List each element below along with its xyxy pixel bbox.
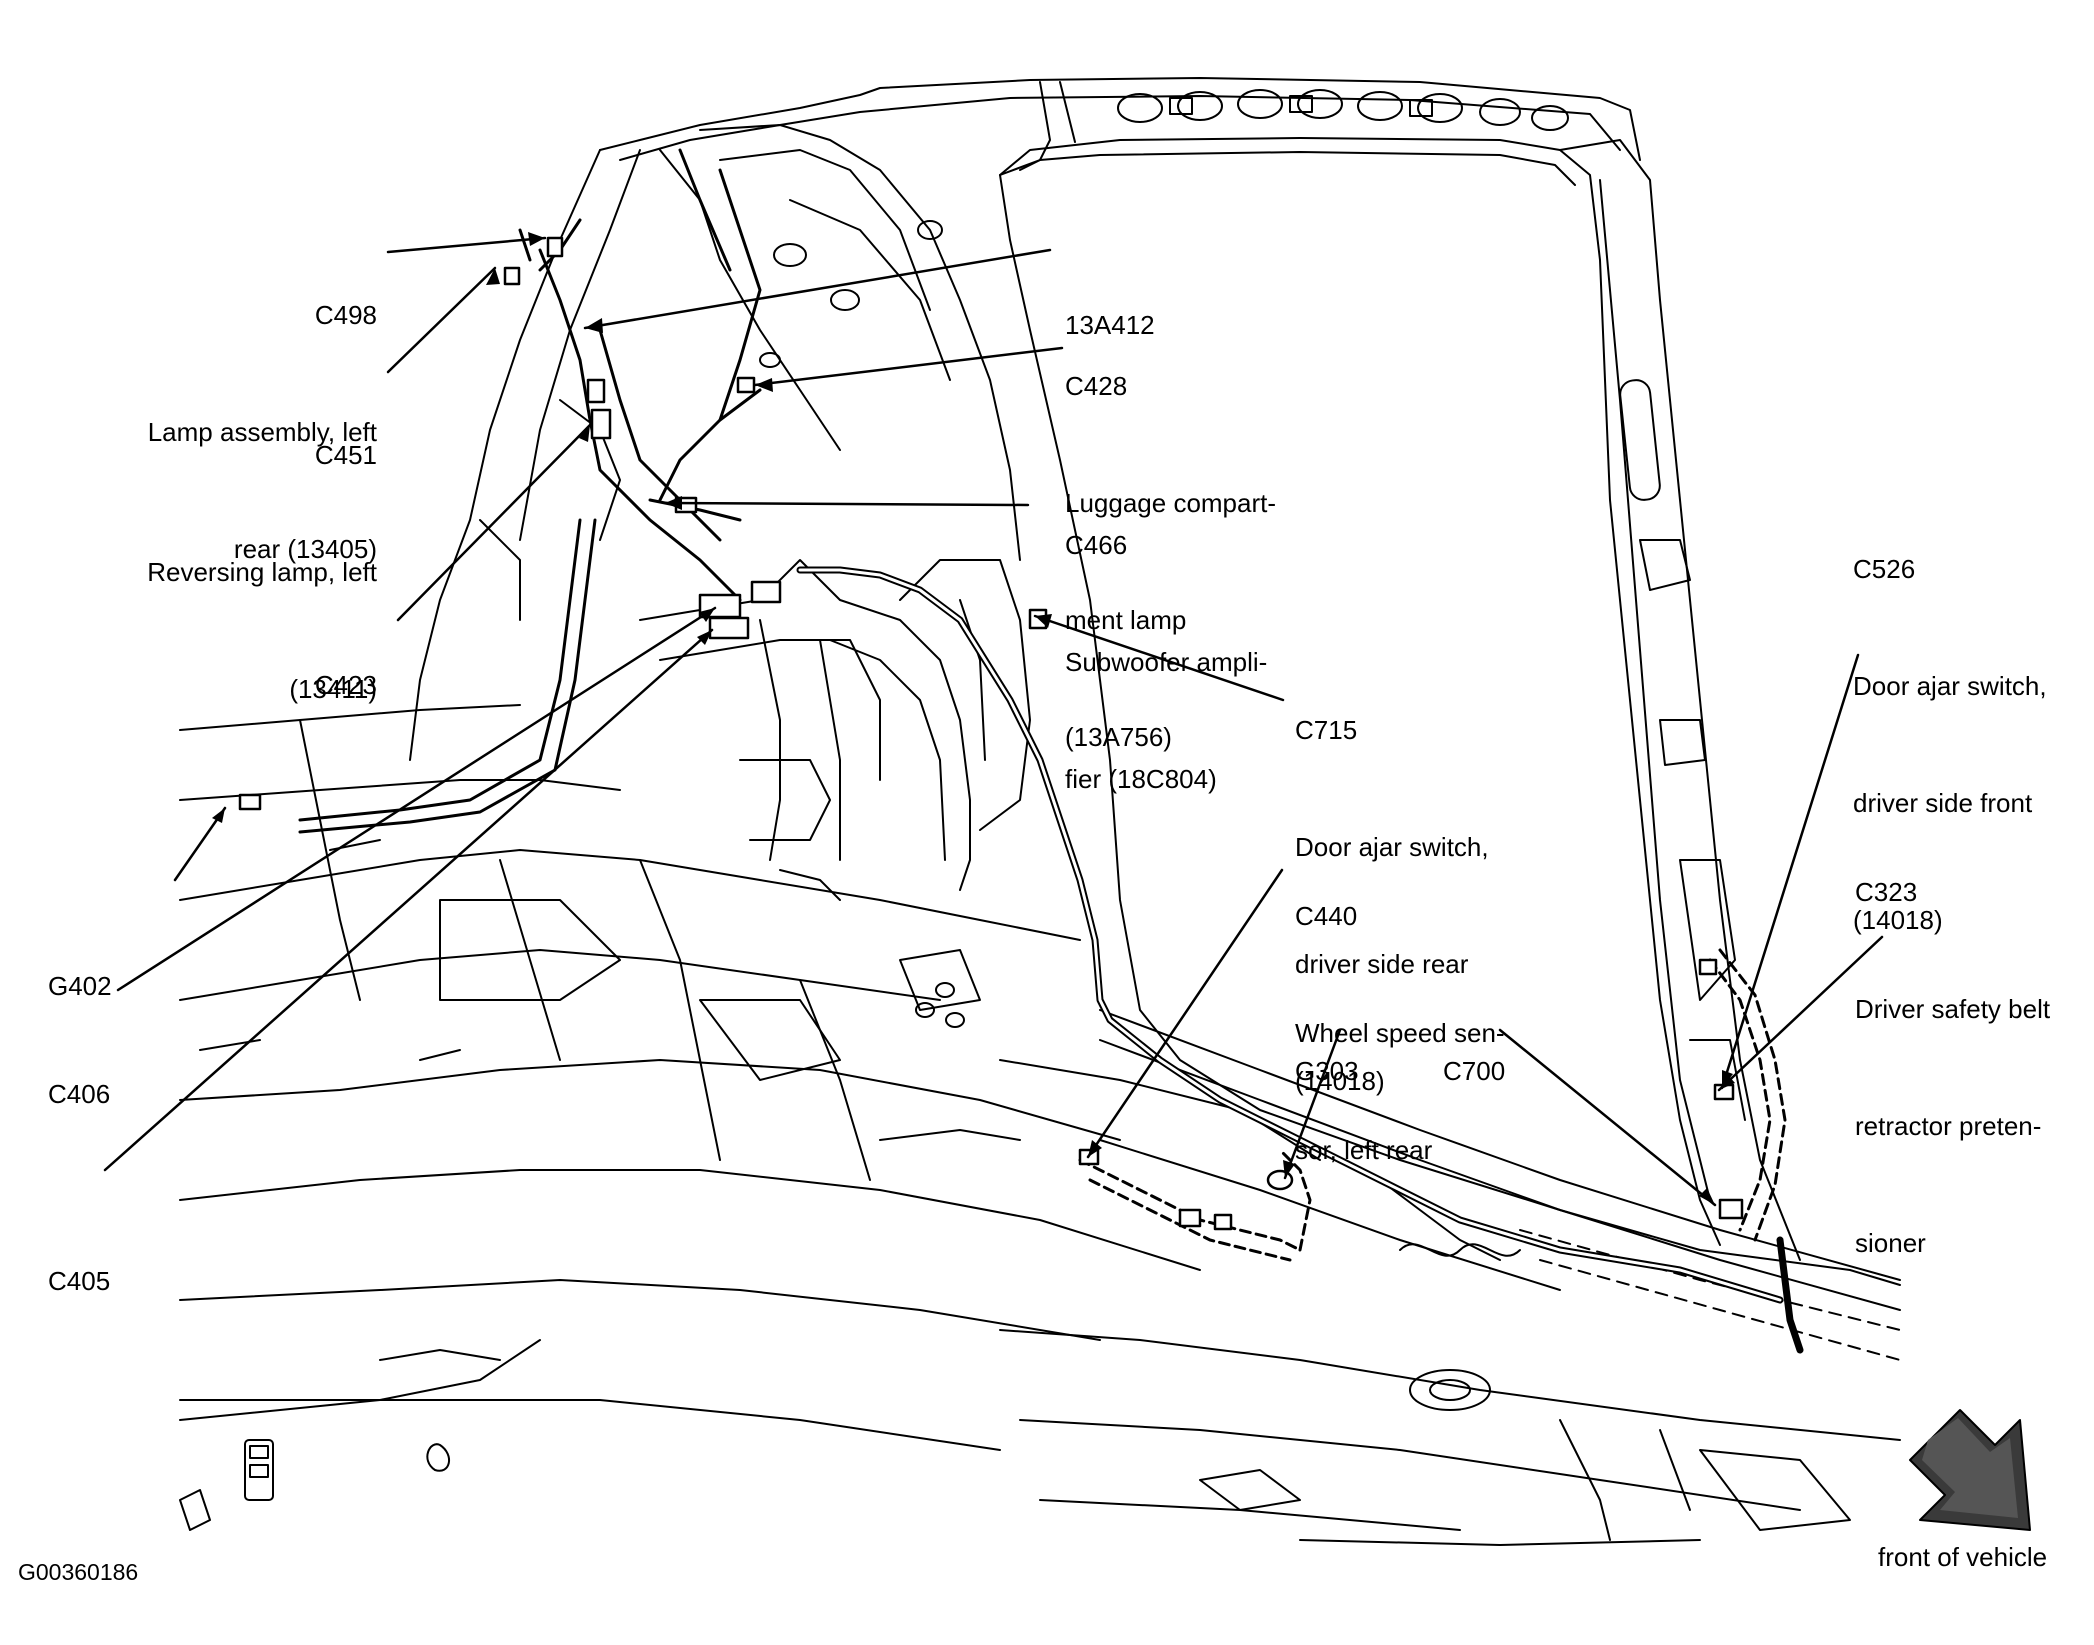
b-pillar xyxy=(1559,139,1801,1261)
c466-code: C466 xyxy=(1065,530,1128,560)
leader-arrowheads xyxy=(212,232,1735,1205)
front-floor xyxy=(999,1329,1901,1546)
label-c526: C526 Door ajar switch, driver side front… xyxy=(1853,472,2047,1018)
c526-desc-2: driver side front xyxy=(1853,788,2033,818)
label-c428: C428 Luggage compart- ment lamp (13A756) xyxy=(1065,289,1276,835)
label-c451: C451 Reversing lamp, left (13411) xyxy=(147,358,377,787)
c466-desc-2: fier (18C804) xyxy=(1065,764,1217,794)
c700-code: C700 xyxy=(1443,1056,1506,1086)
c428-desc-2: ment lamp xyxy=(1065,605,1187,635)
c498-desc-1: Lamp assembly, left xyxy=(147,417,377,447)
c323-desc-3: sioner xyxy=(1855,1228,1926,1258)
c526-desc-3: (14018) xyxy=(1853,905,1943,935)
rocker-sill xyxy=(1099,1009,1901,1361)
13a412-code: 13A412 xyxy=(1065,310,1155,340)
leader-lines xyxy=(103,236,1884,1207)
c715-desc-3: (14018) xyxy=(1295,1066,1385,1096)
c451-desc-1: Reversing lamp, left xyxy=(147,557,377,587)
front-direction-arrow xyxy=(1909,1409,2031,1531)
c526-code: C526 xyxy=(1853,554,1916,584)
front-of-vehicle-label: front of vehicle xyxy=(1878,1542,2048,1572)
storage-tub xyxy=(809,559,1031,831)
c466-desc-1: Subwoofer ampli- xyxy=(1065,647,1268,677)
lower-left-components xyxy=(179,1339,541,1531)
label-13a412: 13A412 xyxy=(1065,228,1155,423)
c440-desc-2: sor, left rear xyxy=(1295,1135,1433,1165)
quarter-panel xyxy=(409,124,1021,761)
c451-code: C451 xyxy=(314,440,377,470)
roof-frame xyxy=(599,77,1641,176)
g303-code: G303 xyxy=(1295,1056,1359,1086)
g402-code: G402 xyxy=(48,971,112,1001)
label-c700: C700 xyxy=(1443,974,1505,1169)
label-c498: C498 Lamp assembly, left rear (13405) xyxy=(148,218,377,647)
c405-code: C405 xyxy=(48,1266,111,1296)
c428-code: C428 xyxy=(1065,371,1128,401)
c451-desc-2: (13411) xyxy=(289,674,377,704)
c526-desc-1: Door ajar switch, xyxy=(1853,671,2047,701)
c498-desc-2: rear (13405) xyxy=(233,534,377,564)
label-g402: G402 xyxy=(48,889,112,1084)
door-opening xyxy=(999,137,1901,1286)
label-c423: C423 xyxy=(315,588,377,783)
label-c323: C323 Driver safety belt retractor preten… xyxy=(1855,795,2050,1341)
label-c466: C466 Subwoofer ampli- fier (18C804) xyxy=(1065,448,1267,877)
c323-desc-1: Driver safety belt xyxy=(1855,994,2051,1024)
label-g303: G303 xyxy=(1295,974,1359,1169)
c715-code: C715 xyxy=(1295,715,1358,745)
c323-code: C323 xyxy=(1855,877,1918,907)
c715-desc-2: driver side rear xyxy=(1295,949,1469,979)
c440-code: C440 xyxy=(1295,901,1358,931)
label-c405: C405 xyxy=(48,1184,110,1379)
c428-desc-1: Luggage compart- xyxy=(1065,488,1277,518)
c715-desc-1: Door ajar switch, xyxy=(1295,832,1489,862)
c428-desc-3: (13A756) xyxy=(1065,722,1172,752)
c323-desc-2: retractor preten- xyxy=(1855,1111,2042,1141)
figure-id: G00360186 xyxy=(18,1559,139,1585)
label-c406: C406 xyxy=(48,997,110,1192)
wheel-well xyxy=(639,559,971,901)
label-c440: C440 Wheel speed sen- sor, left rear xyxy=(1295,819,1505,1248)
c498-code: C498 xyxy=(314,300,377,330)
c423-code: C423 xyxy=(314,670,377,700)
label-c715: C715 Door ajar switch, driver side rear … xyxy=(1295,633,1489,1179)
c406-code: C406 xyxy=(48,1079,111,1109)
c440-desc-1: Wheel speed sen- xyxy=(1295,1018,1505,1048)
